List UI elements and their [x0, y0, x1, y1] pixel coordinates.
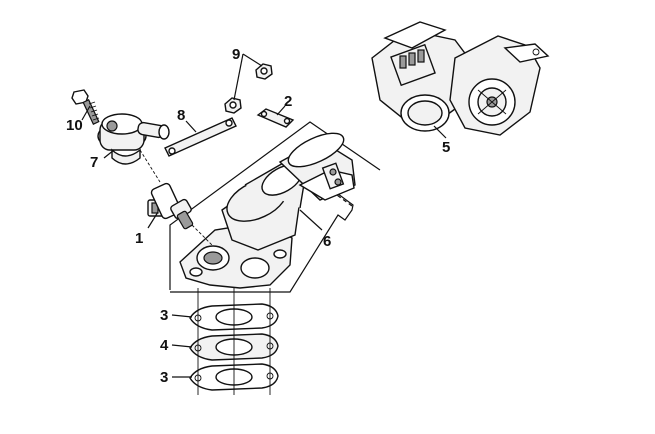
intake-manifold-part-6 [179, 132, 356, 289]
callout-4: 4 [160, 337, 169, 354]
callout-3-upper: 3 [160, 307, 168, 324]
bolt-part-10 [71, 89, 100, 125]
callout-9: 9 [232, 46, 240, 63]
callout-1: 1 [135, 230, 143, 247]
nut-part-9-b [255, 63, 273, 80]
callout-10: 10 [66, 117, 83, 134]
gasket-alignment-lines [197, 288, 271, 395]
leader-lines [81, 53, 447, 378]
callout-2: 2 [284, 93, 292, 110]
fuel-injector-part-1 [147, 182, 213, 246]
bracket-part-2 [256, 108, 295, 128]
nut-part-9-a [224, 97, 242, 114]
bracket-part-8 [164, 117, 237, 157]
callout-3-lower: 3 [160, 369, 168, 386]
callout-6: 6 [323, 233, 331, 250]
throttle-body-part-5 [371, 21, 550, 136]
injector-holder-part-7 [97, 113, 170, 183]
callout-5: 5 [442, 139, 450, 156]
callout-8: 8 [177, 107, 185, 124]
callout-7: 7 [90, 154, 98, 171]
